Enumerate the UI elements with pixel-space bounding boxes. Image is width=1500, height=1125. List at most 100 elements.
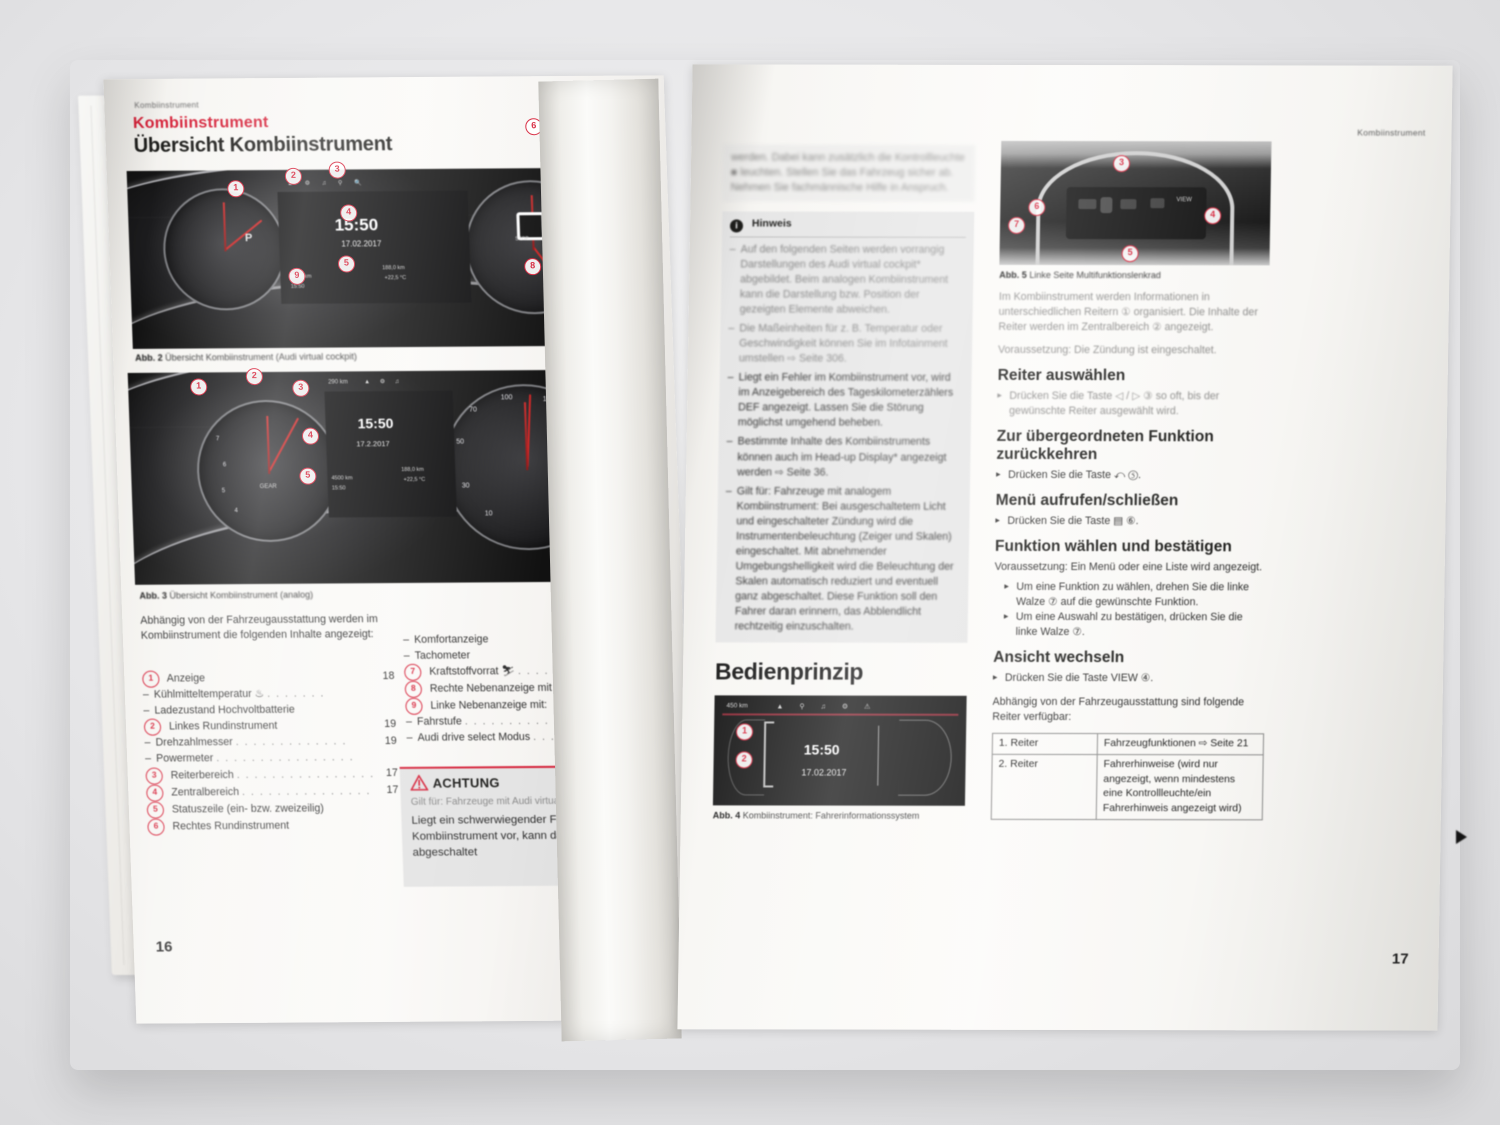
figure-4-caption-text: Kombiinstrument: Fahrerinformationssyste… xyxy=(742,810,920,821)
toc-bullet-8: 8 xyxy=(404,681,423,699)
toc-label-3: Reiterbereich xyxy=(170,768,234,782)
dots: . . . . . . . . . . . . . . . . xyxy=(216,751,355,765)
page-edge-arrow-marker xyxy=(1456,830,1467,844)
fig2-callout-9: 9 xyxy=(288,267,306,285)
bedienprinzip-title: Bedienprinzip xyxy=(714,658,864,685)
toc-bullet-2: 2 xyxy=(143,718,162,737)
table-value-2: Fahrerhinweise (wird nur angezeigt, wenn… xyxy=(1096,754,1264,821)
toc-sub-komfort-label: Komfortanzeige xyxy=(413,633,489,646)
left-section-title: Übersicht Kombiinstrument xyxy=(133,133,393,158)
fig3-time: 15:50 xyxy=(357,415,394,432)
section-item-zurueckkehren: Drücken Sie die Taste ⤺ ⑤. xyxy=(996,468,1268,484)
fig3-callout-1: 1 xyxy=(189,378,208,396)
section-title-zurueckkehren: Zur übergeordneten Funktion zurückkehren xyxy=(996,428,1214,464)
fig2-callout-8: 8 xyxy=(523,258,542,276)
table-key-2: 2. Reiter xyxy=(991,754,1098,820)
multifunction-button-panel xyxy=(1065,187,1207,240)
fig4-time: 15:50 xyxy=(803,741,840,758)
toc-bullet-5: 5 xyxy=(146,801,165,819)
toc-sub-coolant: Kühlmitteltemperatur ♨ . . . . . . . xyxy=(143,686,396,703)
section-item-ansicht-wechseln: Drücken Sie die Taste VIEW ④. xyxy=(993,671,1265,687)
toc-label-4: Zentralbereich xyxy=(171,785,240,799)
fig2-temperature: +22,5 °C xyxy=(384,275,407,282)
fig3-clock-small: 15:50 xyxy=(331,485,346,492)
section-item-funktion-1: Um eine Funktion zu wählen, drehen Sie d… xyxy=(1004,580,1266,611)
warning-triangle-icon xyxy=(410,774,429,791)
fig3-callout-5: 5 xyxy=(299,467,317,485)
left-running-head: Kombiinstrument xyxy=(134,100,200,111)
table-key-1: 1. Reiter xyxy=(992,732,1098,755)
figure-4-caption-label: Abb. 4 xyxy=(712,810,741,821)
dots: . . . . . . . xyxy=(266,687,326,700)
toc-bullet-4: 4 xyxy=(146,784,164,802)
section-title-menue: Menü aufrufen/schließen xyxy=(995,492,1179,510)
toc-bullet-3: 3 xyxy=(145,767,164,785)
left-thumbwheel xyxy=(1100,197,1113,214)
stop-indicator-label: STOP xyxy=(515,236,529,243)
toc-item-1: 18 1 Anzeige xyxy=(142,669,395,688)
figure-3-caption: Abb. 3 Übersicht Kombiinstrument (analog… xyxy=(139,590,313,601)
right-col-1: werden. Dabei kann zusätzlich die Kontro… xyxy=(712,144,976,821)
fig4-callout-2: 2 xyxy=(735,751,753,769)
figure-3-caption-label: Abb. 3 xyxy=(139,590,168,601)
fig2-callout-4: 4 xyxy=(339,204,358,222)
right-running-head: Kombiinstrument xyxy=(1357,127,1426,138)
fig2-callout-1: 1 xyxy=(227,180,245,198)
toc-page-4: 17 xyxy=(386,783,399,796)
fig3-central-display xyxy=(324,390,457,518)
note-header: Hinweis xyxy=(751,217,792,230)
fig2-gear: P xyxy=(244,232,253,245)
fig3-callout-3: 3 xyxy=(292,379,310,397)
fig2-callout-2: 2 xyxy=(284,167,303,185)
warning-box: ACHTUNG Gilt für: Fahrzeuge mit Audi vir… xyxy=(399,765,672,887)
left-toc-column: 18 1 Anzeige Kühlmitteltemperatur ♨ . . … xyxy=(142,669,400,836)
toc-sub-tacho-label: Tachometer xyxy=(414,649,471,662)
toc-bullet-7: 7 xyxy=(404,664,422,682)
section-precondition-funktion: Voraussetzung: Ein Menü oder eine Liste … xyxy=(994,561,1263,574)
fig4-tab-icons: ▲⚲♫⚙⚠ xyxy=(776,703,887,711)
right-col-2: VIEW 3 4 5 7 6 Abb. 5 Linke Seite Multif… xyxy=(991,140,1274,821)
toc-item-6: 6 Rechtes Rundinstrument xyxy=(147,817,400,836)
toc-label-2: Linkes Rundinstrument xyxy=(168,720,278,733)
warning-header: ACHTUNG xyxy=(432,775,501,791)
right-page-number: 17 xyxy=(1391,950,1409,968)
section-item-menue: Drücken Sie die Taste ▤ ⑥. xyxy=(995,514,1267,530)
toc-sub-coolant-label: Kühlmitteltemperatur xyxy=(153,687,252,701)
toc-sub-drive-select-label: Audi drive select Modus xyxy=(417,731,531,744)
toc-item-2: 19 2 Linkes Rundinstrument xyxy=(143,717,397,737)
toc-page-2: 19 xyxy=(384,718,397,731)
dots: . . . . . . . . . . . . . xyxy=(235,735,348,749)
toc-bullet-1: 1 xyxy=(142,670,160,688)
right-precondition: Voraussetzung: Die Zündung ist eingescha… xyxy=(997,343,1217,357)
note-item-2: Die Maßeinheiten für z. B. Temperatur od… xyxy=(728,322,965,368)
toc-label-5: Statuszeile (ein- bzw. zweizeilig) xyxy=(171,802,325,816)
fig4-date: 17.02.2017 xyxy=(801,767,847,778)
toc-page-3: 17 xyxy=(385,766,398,779)
toc-sub-fahrstufe-label: Fahrstufe xyxy=(416,715,463,729)
fig4-range-badge: 450 km xyxy=(726,702,748,710)
figure-2-caption: Abb. 2 Übersicht Kombiinstrument (Audi v… xyxy=(135,351,357,363)
table-row: 2. Reiter Fahrerhinweise (wird nur angez… xyxy=(991,754,1264,821)
right-intro-paragraph: Im Kombiinstrument werden Informationen … xyxy=(998,290,1258,334)
figure-2-caption-text: Übersicht Kombiinstrument (Audi virtual … xyxy=(165,351,358,363)
toc-bullet-6: 6 xyxy=(147,818,165,836)
fig2-odometer: 188,0 km xyxy=(382,265,405,272)
toc-sub-powermeter: Powermeter . . . . . . . . . . . . . . .… xyxy=(145,750,398,767)
fig3-callout-4: 4 xyxy=(301,427,320,445)
section-title-ansicht-wechseln: Ansicht wechseln xyxy=(993,649,1125,667)
reiter-table: 1. Reiter Fahrzeugfunktionen ⇨ Seite 21 … xyxy=(991,732,1264,821)
figure-2-caption-label: Abb. 2 xyxy=(134,352,163,363)
toc-sub-hv-battery-label: Ladezustand Hochvoltbatterie xyxy=(154,703,295,717)
dots: . . . . . . . . . . . . . . . xyxy=(241,784,372,798)
section-title-funktion-waehlen: Funktion wählen und bestätigen xyxy=(994,538,1232,556)
fig2-time: 15:50 xyxy=(334,215,379,235)
toc-label-7: Kraftstoffvorrat xyxy=(429,665,499,679)
figure-5-caption-text: Linke Seite Multifunktionslenkrad xyxy=(1029,269,1161,281)
fig3-temperature: +22,5 °C xyxy=(403,476,426,483)
book-spine xyxy=(538,78,682,1042)
figure-5-caption-label: Abb. 5 xyxy=(999,269,1027,280)
fuel-pump-icon: ⛷ xyxy=(501,665,516,678)
toc-sub-powermeter-label: Powermeter xyxy=(155,752,214,765)
left-intro-paragraph: Abhängig von der Fahrzeugausstattung wer… xyxy=(140,613,378,642)
